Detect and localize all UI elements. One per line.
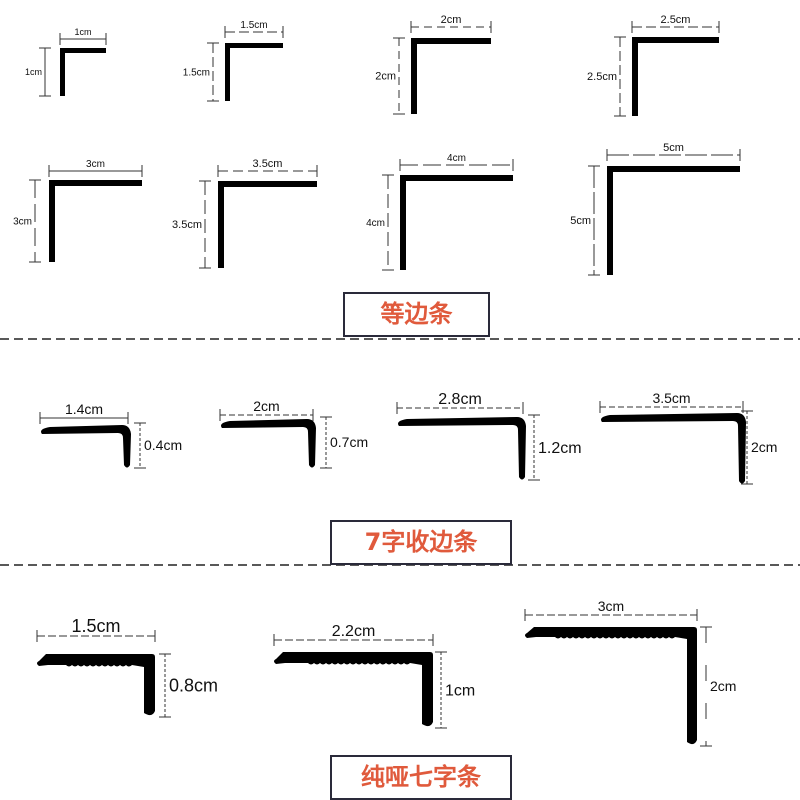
height-label: 1.5cm: [183, 67, 210, 78]
matte-profile-shape: [37, 654, 155, 716]
width-label: 1.4cm: [65, 401, 103, 417]
angle-profile-shape: [607, 166, 740, 275]
equal-angle-profile: 3.5cm 3.5cm: [172, 158, 318, 269]
height-label: 0.4cm: [144, 437, 182, 453]
equal-angle-profile: 1cm 1cm: [25, 27, 107, 97]
width-label: 2.8cm: [438, 391, 482, 408]
section-title-seven-trim: 7字收边条: [330, 520, 512, 565]
height-label: 0.8cm: [169, 676, 218, 696]
height-label: 2cm: [751, 439, 777, 455]
height-label: 1.2cm: [538, 440, 582, 457]
equal-angle-profile: 3cm 3cm: [13, 159, 143, 263]
angle-profile-shape: [49, 180, 142, 262]
width-label: 2.2cm: [332, 623, 376, 640]
trim-profile-shape: [41, 425, 131, 468]
seven-trim-profile: 3.5cm 2cm: [599, 390, 777, 485]
matte-seven-profile: 2.2cm 1cm: [273, 623, 475, 729]
angle-profile-shape: [632, 37, 719, 116]
width-label: 1cm: [74, 27, 91, 37]
height-label: 0.7cm: [330, 434, 368, 450]
matte-seven-profile: 1.5cm 0.8cm: [36, 616, 218, 718]
width-label: 3.5cm: [652, 390, 690, 406]
height-label: 3.5cm: [172, 219, 202, 231]
height-label: 5cm: [570, 215, 591, 227]
height-label: 2.5cm: [587, 71, 617, 83]
width-label: 2cm: [253, 398, 279, 414]
equal-angle-profile: 2cm 2cm: [375, 14, 492, 115]
width-label: 4cm: [447, 153, 466, 164]
angle-profile-shape: [400, 175, 513, 270]
width-label: 5cm: [663, 142, 684, 154]
equal-angle-profile: 5cm 5cm: [570, 142, 741, 276]
width-label: 1.5cm: [71, 616, 120, 636]
seven-trim-profile: 1.4cm 0.4cm: [39, 401, 182, 469]
seven-trim-profile: 2.8cm 1.2cm: [396, 391, 582, 481]
section-title-equal-angle: 等边条: [343, 292, 490, 337]
matte-seven-profile: 3cm 2cm: [524, 598, 736, 747]
seven-trim-profile: 2cm 0.7cm: [219, 398, 368, 469]
height-label: 1cm: [445, 682, 475, 699]
trim-profile-shape: [398, 417, 526, 480]
width-label: 3cm: [598, 598, 624, 614]
equal-angle-profile: 1.5cm 1.5cm: [183, 20, 284, 102]
equal-angle-profile: 4cm 4cm: [366, 153, 514, 271]
height-label: 2cm: [710, 678, 736, 694]
matte-profile-shape: [274, 652, 433, 727]
width-label: 2.5cm: [661, 14, 691, 26]
height-label: 3cm: [13, 216, 32, 227]
height-label: 4cm: [366, 218, 385, 229]
width-label: 3.5cm: [253, 158, 283, 170]
section-title-matte-seven: 纯哑七字条: [330, 755, 512, 800]
trim-profile-shape: [221, 419, 316, 468]
height-label: 1cm: [25, 67, 42, 77]
width-label: 3cm: [86, 159, 105, 170]
trim-profile-shape: [601, 413, 746, 484]
width-label: 2cm: [441, 14, 462, 26]
matte-profile-shape: [525, 627, 697, 745]
equal-angle-profile: 2.5cm 2.5cm: [587, 14, 720, 117]
width-label: 1.5cm: [240, 20, 267, 31]
angle-profile-shape: [60, 48, 106, 96]
angle-profile-shape: [218, 181, 317, 268]
angle-profile-shape: [411, 38, 491, 114]
angle-profile-shape: [225, 43, 283, 101]
height-label: 2cm: [375, 71, 396, 83]
